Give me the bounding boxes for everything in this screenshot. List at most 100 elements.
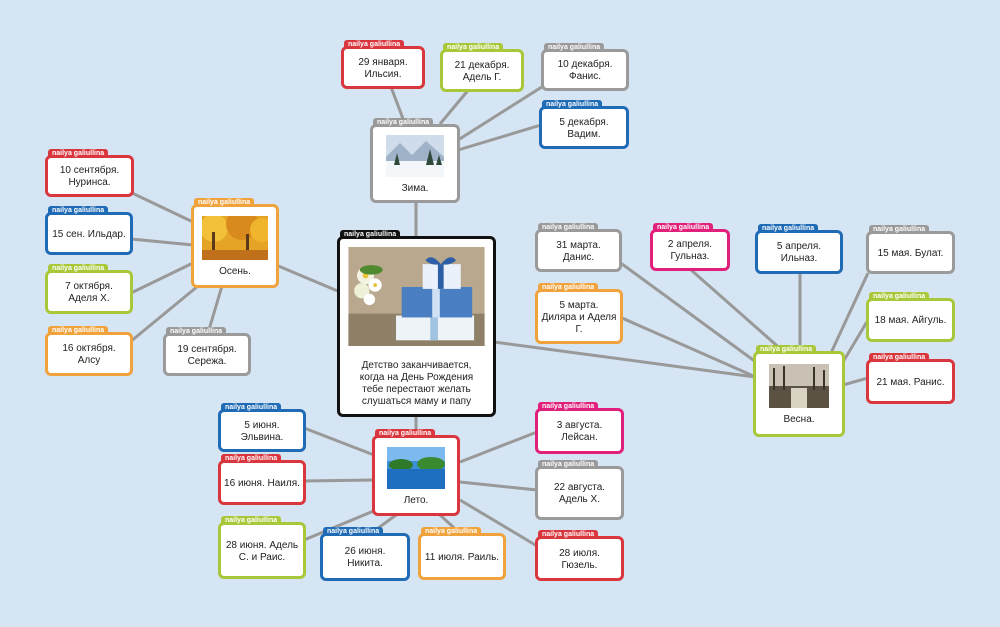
author-tag: nailya galiullina — [869, 225, 930, 234]
birthday-label: 26 июня. Никита. — [344, 546, 386, 569]
birthday-node[interactable]: nailya galiullina 16 октября. Алсу — [45, 326, 133, 376]
author-tag: nailya galiullina — [538, 402, 599, 411]
author-tag: nailya galiullina — [166, 327, 227, 336]
author-tag: nailya galiullina — [538, 460, 599, 469]
birthday-label: 31 марта. Данис. — [556, 239, 601, 263]
link-summer-7 — [459, 480, 538, 492]
season-node-spring[interactable]: nailya galiullina Весна. — [753, 345, 845, 437]
season-node-summer[interactable]: nailya galiullina Лето. — [372, 429, 460, 516]
season-node-autumn[interactable]: nailya galiullina Осень. — [191, 198, 279, 288]
birthday-label: 18 мая. Айгуль. — [874, 315, 947, 326]
author-tag: nailya galiullina — [653, 223, 714, 232]
season-label-winter: Зима. — [401, 182, 429, 194]
link-spring-2 — [689, 267, 784, 353]
birthday-node[interactable]: nailya galiullina 2 апреля. Гульназ. — [650, 223, 730, 271]
birthday-label: 5 июня. Эльвина. — [240, 419, 284, 443]
birthday-node[interactable]: nailya galiullina 28 июня. Адель С. и Ра… — [218, 516, 306, 579]
birthday-label: 16 июня. Наиля. — [224, 477, 300, 489]
birthday-node[interactable]: nailya galiullina 5 апреля. Ильназ. — [755, 224, 843, 274]
birthday-node[interactable]: nailya galiullina 31 марта. Данис. — [535, 223, 622, 272]
birthday-label: 28 июня. Адель С. и Раис. — [225, 539, 299, 563]
birthday-node[interactable]: nailya galiullina 15 мая. Булат. — [866, 225, 955, 274]
birthday-label: 19 сентября. Сережа. — [177, 343, 237, 367]
birthday-label: 21 мая. Ранис. — [876, 376, 945, 388]
birthday-node[interactable]: nailya galiullina 10 декабря. Фанис. — [541, 43, 629, 91]
birthday-node[interactable]: nailya galiullina 5 июня. Эльвина. — [218, 403, 306, 452]
central-text: Детство заканчивается, когда на День Рож… — [359, 360, 474, 407]
birthday-label: 7 октября. Аделя Х. — [65, 281, 113, 304]
birthday-node[interactable]: nailya galiullina 19 сентября. Сережа. — [163, 327, 251, 376]
link-central-autumn — [275, 263, 341, 294]
author-tag: nailya galiullina — [869, 292, 930, 301]
author-tag: nailya galiullina — [544, 43, 605, 52]
author-tag: nailya galiullina — [340, 230, 401, 239]
birthday-node[interactable]: nailya galiullina 21 декабря. Адель Г. — [440, 43, 524, 92]
central-node[interactable]: nailya galiullina Детство заканчивается,… — [337, 230, 496, 417]
author-tag: nailya galiullina — [221, 454, 282, 463]
author-tag: nailya galiullina — [194, 198, 255, 207]
birthday-label: 11 июля. Раиль. — [424, 551, 500, 563]
link-central-spring — [493, 340, 756, 379]
birthday-label: 5 апреля. Ильназ. — [776, 241, 822, 264]
link-spring-4 — [828, 272, 870, 356]
birthday-label: 22 августа. Адель Х. — [553, 482, 606, 505]
author-tag: nailya galiullina — [421, 527, 482, 536]
birthday-node[interactable]: nailya galiullina 21 мая. Ранис. — [866, 353, 955, 404]
birthday-label: 3 августа. Лейсан. — [556, 420, 603, 443]
birthday-label: 21 декабря. Адель Г. — [454, 59, 510, 83]
link-autumn-2 — [130, 237, 194, 247]
season-label-spring: Весна. — [783, 414, 815, 425]
birthday-node[interactable]: nailya galiullina 29 января. Ильсия. — [341, 40, 425, 89]
birthday-label: 16 октября. Алсу — [62, 343, 116, 366]
gift-boxes-photo — [348, 247, 485, 346]
link-spring-7 — [842, 376, 869, 387]
author-tag: nailya galiullina — [48, 149, 109, 158]
author-tag: nailya galiullina — [538, 283, 599, 292]
birthday-node[interactable]: nailya galiullina 11 июля. Раиль. — [418, 527, 506, 580]
link-winter-3 — [457, 83, 546, 142]
birthday-node[interactable]: nailya galiullina 7 октября. Аделя Х. — [45, 264, 133, 314]
birthday-label: 15 сен. Ильдар. — [52, 228, 126, 240]
link-summer-8 — [459, 498, 538, 548]
author-tag: nailya galiullina — [48, 326, 109, 335]
author-tag: nailya galiullina — [756, 345, 817, 354]
birthday-node[interactable]: nailya galiullina 3 августа. Лейсан. — [535, 402, 624, 454]
author-tag: nailya galiullina — [538, 223, 599, 232]
link-autumn-3 — [130, 261, 194, 295]
author-tag: nailya galiullina — [344, 40, 405, 49]
birthday-label: 15 мая. Булат. — [877, 247, 944, 259]
author-tag: nailya galiullina — [758, 224, 819, 233]
author-tag: nailya galiullina — [323, 527, 384, 536]
birthday-node[interactable]: nailya galiullina 5 декабря. Вадим. — [539, 100, 629, 149]
birthday-node[interactable]: nailya galiullina 26 июня. Никита. — [320, 527, 410, 581]
birthday-node[interactable]: nailya galiullina 5 марта. Диляра и Адел… — [535, 283, 623, 344]
season-node-winter[interactable]: nailya galiullina Зима. — [370, 118, 460, 203]
link-summer-2 — [303, 478, 375, 483]
link-autumn-4 — [129, 284, 199, 344]
spring-flood-photo — [769, 364, 829, 408]
link-summer-1 — [303, 426, 375, 457]
author-tag: nailya galiullina — [221, 403, 282, 412]
birthday-node[interactable]: nailya galiullina 18 мая. Айгуль. — [866, 292, 955, 342]
winter-forest-photo — [386, 134, 444, 177]
birthday-node[interactable]: nailya galiullina 16 июня. Наиля. — [218, 454, 306, 505]
summer-lake-photo — [387, 446, 445, 489]
birthday-node[interactable]: nailya galiullina 28 июля. Гюзель. — [535, 530, 624, 581]
birthday-label: 28 июля. Гюзель. — [559, 547, 600, 571]
author-tag: nailya galiullina — [221, 516, 282, 525]
birthday-node[interactable]: nailya galiullina 15 сен. Ильдар. — [45, 206, 133, 255]
season-label-autumn: Осень. — [219, 266, 251, 277]
author-tag: nailya galiullina — [48, 206, 109, 215]
link-winter-1 — [389, 86, 407, 125]
birthday-node[interactable]: nailya galiullina 10 сентября. Нуринса. — [45, 149, 134, 197]
birthday-label: 2 апреля. Гульназ. — [667, 239, 713, 262]
author-tag: nailya galiullina — [375, 429, 436, 438]
author-tag: nailya galiullina — [443, 43, 504, 52]
birthday-label: 5 декабря. Вадим. — [559, 116, 609, 140]
birthday-label: 10 декабря. Фанис. — [557, 59, 613, 82]
link-autumn-5 — [206, 285, 224, 334]
link-autumn-1 — [131, 191, 194, 224]
birthday-node[interactable]: nailya galiullina 22 августа. Адель Х. — [535, 460, 624, 520]
link-winter-2 — [438, 87, 472, 125]
